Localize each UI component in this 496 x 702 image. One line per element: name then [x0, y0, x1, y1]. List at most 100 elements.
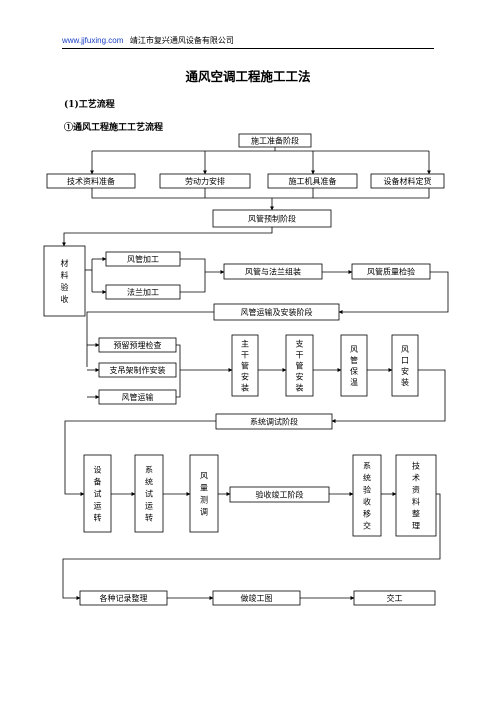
- box-system-handover-char: 收: [363, 497, 371, 507]
- box-embed-check: 预留预埋检查: [98, 337, 177, 353]
- box-completion-stage-label: 验收竣工阶段: [256, 490, 304, 500]
- box-material-check-char: 料: [61, 270, 69, 280]
- box-handover-label: 交工: [387, 593, 403, 603]
- box-main-pipe-install-char: 安: [241, 372, 249, 382]
- box-tech-docs-prep: 技术资料准备: [46, 173, 136, 189]
- box-branch-pipe-install-char: 装: [296, 383, 304, 393]
- box-main-pipe-install-char: 干: [241, 351, 249, 360]
- box-tech-docs-char: 资: [412, 485, 420, 495]
- box-main-pipe-install-char: 管: [241, 361, 249, 371]
- prep-merge-left: [91, 188, 272, 199]
- box-records: 各种记录整理: [79, 590, 168, 606]
- box-duct-insulation-char: 温: [350, 378, 358, 387]
- box-main-pipe-install-char: 主: [241, 339, 249, 349]
- box-handover: 交工: [353, 590, 436, 606]
- box-transport-install-stage-label: 风管运输及安装阶段: [241, 307, 313, 317]
- box-materials-order: 设备材料定货: [370, 173, 445, 189]
- process-join2: [180, 272, 206, 293]
- box-system-trial-char: 统: [145, 477, 153, 487]
- box-air-volume-test-char: 量: [200, 484, 208, 493]
- outlet-to-commission: [331, 369, 446, 423]
- box-duct-quality-check-label: 风管质量检验: [367, 267, 415, 277]
- box-system-trial-char: 运: [145, 502, 153, 511]
- box-records-label: 各种记录整理: [100, 593, 148, 603]
- document-title: 通风空调工程施工工法: [185, 69, 311, 84]
- box-completion-stage: 验收竣工阶段: [229, 486, 330, 503]
- header-company: 靖江市复兴通风设备有限公司: [129, 36, 234, 45]
- box-system-handover-char: 验: [363, 485, 371, 495]
- box-branch-pipe-install-char: 支: [296, 339, 304, 349]
- page-header: www.jjfuxing.com 靖江市复兴通风设备有限公司: [62, 36, 434, 49]
- section-heading-process: (1)工艺流程: [64, 100, 115, 110]
- box-system-handover-char: 交: [363, 521, 371, 531]
- box-prep-stage-label: 施工准备阶段: [251, 136, 299, 146]
- box-prefab-stage: 风管预制阶段: [212, 209, 332, 228]
- box-materials-order-label: 设备材料定货: [384, 176, 432, 186]
- box-system-trial-char: 转: [145, 513, 153, 523]
- box-tech-docs-char: 技: [412, 461, 420, 471]
- box-flange-process: 法兰加工: [105, 284, 181, 300]
- box-tech-docs-char: 理: [412, 522, 420, 531]
- box-embed-check-label: 预留预埋检查: [114, 340, 162, 350]
- box-material-check-char: 材: [61, 258, 69, 268]
- box-system-trial-char: 系: [145, 465, 153, 475]
- box-outlet-install-char: 安: [401, 366, 409, 376]
- box-tech-docs-char: 整: [412, 509, 420, 519]
- transport-to-embed: [86, 311, 214, 367]
- box-as-built-label: 做竣工图: [241, 593, 273, 603]
- box-hanger-fabrication-label: 支吊架制作安装: [110, 365, 166, 375]
- box-equipment-trial-char: 备: [94, 477, 102, 487]
- box-prefab-stage-label: 风管预制阶段: [248, 214, 296, 224]
- box-equipment-trial-char: 设: [94, 465, 102, 475]
- box-air-volume-test-char: 调: [200, 508, 208, 517]
- box-labor-arrangement-label: 劳动力安排: [185, 176, 225, 186]
- box-flange-process-label: 法兰加工: [127, 287, 159, 297]
- box-tools-prep: 施工机具准备: [267, 173, 358, 189]
- prep-merge-right: [272, 188, 430, 199]
- box-duct-insulation-char: 风: [350, 345, 358, 354]
- box-branch-pipe-install-char: 安: [296, 372, 304, 382]
- box-duct-flange-assembly-label: 风管与法兰组装: [245, 267, 301, 277]
- box-transport-install-stage: 风管运输及安装阶段: [213, 303, 340, 321]
- docs-to-records: [62, 493, 441, 600]
- box-duct-process: 风管加工: [105, 251, 181, 267]
- box-as-built: 做竣工图: [212, 590, 301, 606]
- box-main-pipe-install-char: 装: [241, 383, 249, 393]
- box-branch-pipe-install-char: 管: [296, 361, 304, 371]
- header-url[interactable]: www.jjfuxing.com: [62, 36, 124, 45]
- commission-to-equip: [64, 420, 216, 496]
- box-tech-docs-char: 术: [412, 473, 420, 483]
- box-equipment-trial-char: 运: [94, 502, 102, 511]
- box-air-volume-test-char: 风: [200, 472, 208, 481]
- box-outlet-install-char: 风: [401, 345, 409, 354]
- box-material-check-char: 收: [61, 294, 69, 304]
- box-material-check-char: 验: [61, 282, 69, 292]
- box-commission-stage: 系统调试阶段: [215, 413, 333, 430]
- box-duct-flange-assembly: 风管与法兰组装: [223, 263, 323, 280]
- box-duct-insulation-char: 管: [350, 355, 358, 365]
- section-heading-ventilation-flow: ①通风工程施工工艺流程: [64, 123, 164, 133]
- box-system-handover-char: 统: [363, 473, 371, 483]
- box-equipment-trial-char: 转: [94, 513, 102, 523]
- box-labor-arrangement: 劳动力安排: [159, 173, 251, 189]
- left-group-join: [176, 344, 181, 398]
- box-hanger-fabrication: 支吊架制作安装: [98, 362, 177, 378]
- box-equipment-trial-char: 试: [94, 489, 102, 499]
- box-prep-stage: 施工准备阶段: [238, 133, 312, 148]
- box-tools-prep-label: 施工机具准备: [289, 176, 337, 186]
- box-system-trial-char: 试: [145, 489, 153, 499]
- box-system-handover-char: 移: [363, 509, 371, 519]
- process-join1: [180, 258, 206, 272]
- box-tech-docs-prep-label: 技术资料准备: [67, 176, 115, 186]
- box-tech-docs-char: 料: [412, 497, 420, 507]
- box-outlet-install-char: 装: [401, 377, 409, 387]
